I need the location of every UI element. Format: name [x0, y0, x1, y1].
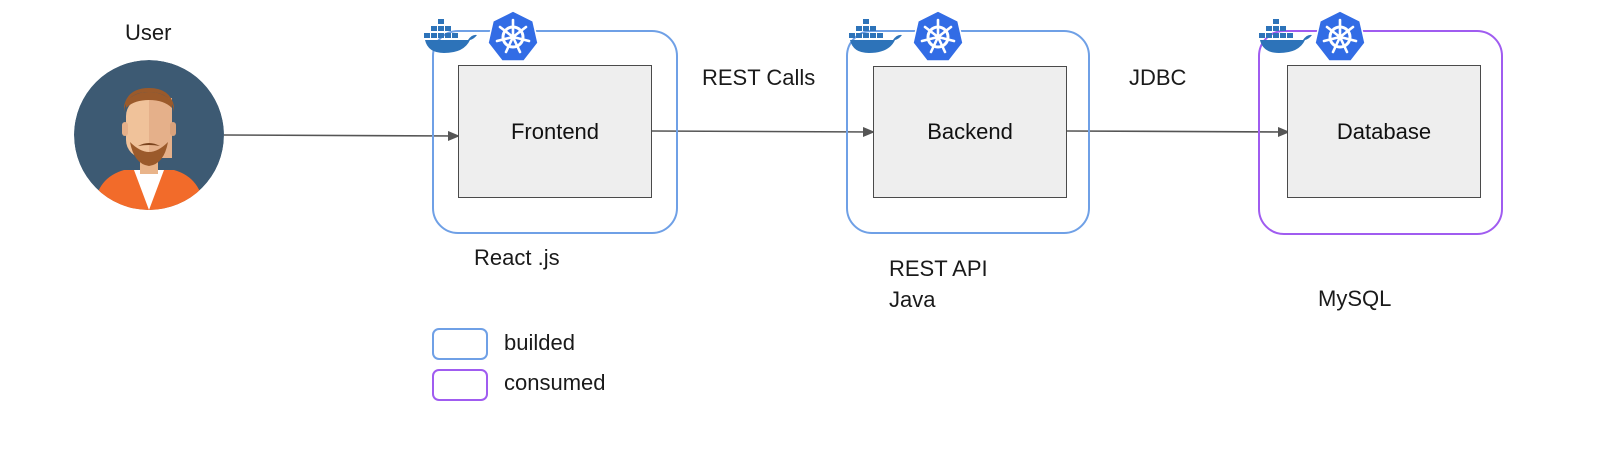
docker-icon — [1259, 19, 1312, 53]
arrow-user-to-frontend — [223, 130, 460, 141]
frontend-container — [432, 30, 678, 234]
docker-icon — [424, 19, 477, 53]
user-label: User — [125, 20, 172, 45]
kubernetes-icon — [912, 10, 964, 62]
database-container — [1258, 30, 1503, 235]
database-box[interactable]: Database — [1287, 65, 1481, 198]
database-label: Database — [1336, 118, 1432, 144]
backend-label: Backend — [927, 119, 1013, 144]
connection-label-jdbc: JDBC — [1129, 65, 1187, 90]
backend-box[interactable]: Backend — [873, 66, 1067, 198]
kubernetes-icon — [487, 10, 539, 62]
connection-label-rest-calls: REST Calls — [702, 65, 816, 90]
arrow-backend-to-database — [1066, 126, 1290, 137]
legend-swatch-builded — [432, 328, 488, 360]
kubernetes-icon — [1314, 10, 1366, 62]
user-avatar-icon — [74, 60, 224, 210]
frontend-tech-label: React .js — [474, 245, 560, 270]
database-tech-label: MySQL — [1318, 286, 1392, 311]
backend-tech-label-1: REST API — [889, 256, 988, 281]
frontend-box[interactable]: Frontend — [458, 65, 652, 198]
arrow-frontend-to-backend — [651, 126, 875, 137]
docker-icon — [849, 19, 902, 53]
legend-label-builded: builded — [504, 330, 575, 355]
backend-tech-label-2: Java — [889, 287, 936, 312]
legend-swatch-consumed — [432, 369, 488, 401]
legend-label-consumed: consumed — [504, 370, 606, 395]
frontend-label: Frontend — [510, 118, 600, 144]
backend-container — [846, 30, 1090, 234]
